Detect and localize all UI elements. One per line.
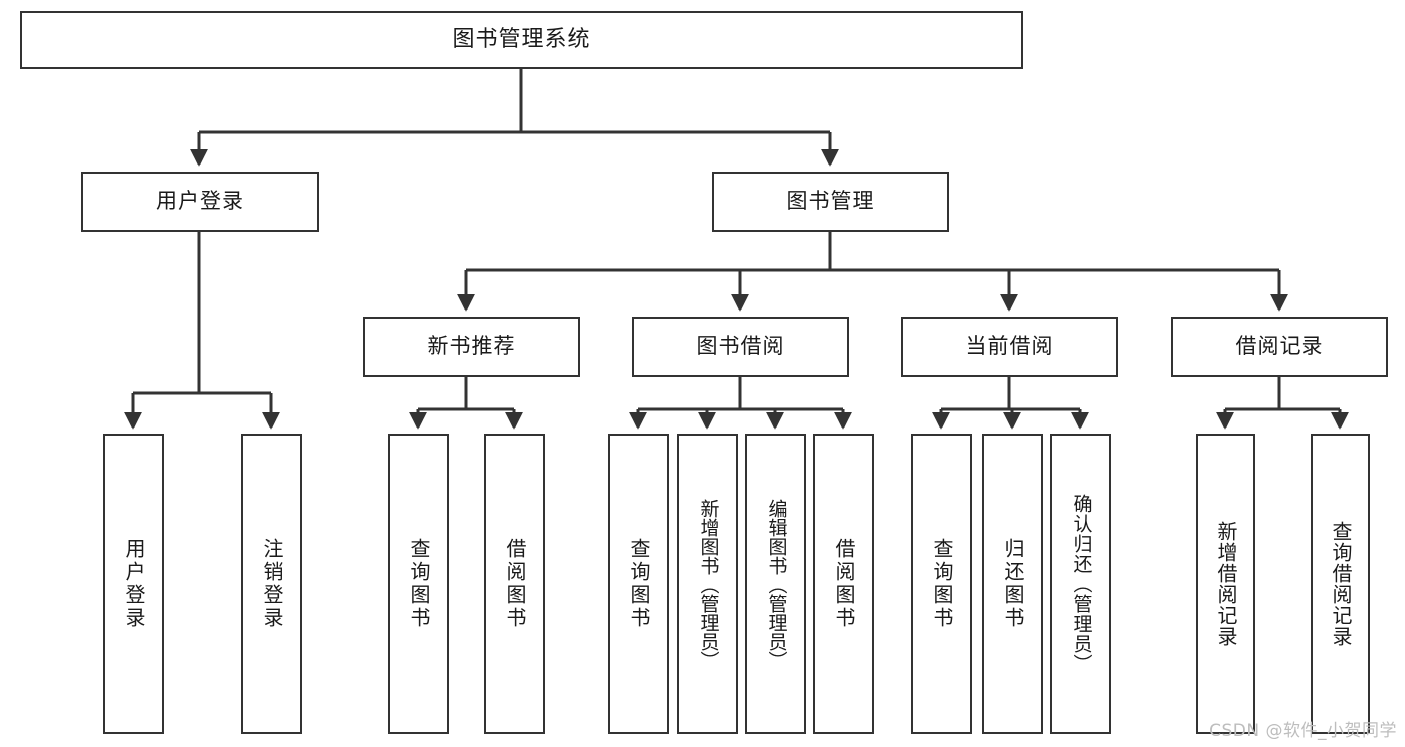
watermark-text: CSDN @软件_小贺同学 bbox=[1209, 721, 1397, 741]
node-label: 当前借阅 bbox=[965, 334, 1054, 359]
node-label: 用户登录 bbox=[156, 189, 244, 214]
node-label: 借阅图书 bbox=[832, 538, 856, 630]
node-leaf-borrow-book[interactable]: 借阅图书 bbox=[813, 434, 874, 734]
node-label: 编辑图书（管理员） bbox=[765, 498, 788, 670]
node-new-book-recommend[interactable]: 新书推荐 bbox=[363, 317, 580, 377]
node-borrow-record[interactable]: 借阅记录 bbox=[1171, 317, 1388, 377]
node-leaf-query-book-borrow[interactable]: 查询图书 bbox=[608, 434, 669, 734]
node-label: 新增借阅记录 bbox=[1214, 521, 1238, 647]
node-label: 查询图书 bbox=[627, 538, 651, 630]
node-leaf-query-borrow-record[interactable]: 查询借阅记录 bbox=[1311, 434, 1370, 734]
node-label: 归还图书 bbox=[1001, 538, 1025, 630]
node-leaf-query-book-recommend[interactable]: 查询图书 bbox=[388, 434, 449, 734]
node-label: 借阅记录 bbox=[1235, 334, 1324, 359]
node-book-management[interactable]: 图书管理 bbox=[712, 172, 949, 232]
node-label: 新书推荐 bbox=[427, 334, 516, 359]
node-book-borrow[interactable]: 图书借阅 bbox=[632, 317, 849, 377]
node-leaf-logout-login[interactable]: 注销登录 bbox=[241, 434, 302, 734]
node-label: 图书管理 bbox=[786, 189, 875, 214]
node-label: 查询借阅记录 bbox=[1329, 521, 1353, 647]
node-label: 查询图书 bbox=[930, 538, 954, 630]
node-label: 新增图书（管理员） bbox=[697, 498, 720, 670]
node-label: 借阅图书 bbox=[503, 538, 527, 630]
node-label: 查询图书 bbox=[407, 538, 431, 630]
node-label: 确认归还（管理员） bbox=[1070, 494, 1093, 674]
node-label: 图书借阅 bbox=[696, 334, 785, 359]
node-leaf-confirm-return[interactable]: 确认归还（管理员） bbox=[1050, 434, 1111, 734]
node-leaf-add-borrow-record[interactable]: 新增借阅记录 bbox=[1196, 434, 1255, 734]
node-leaf-add-book[interactable]: 新增图书（管理员） bbox=[677, 434, 738, 734]
node-leaf-query-book-current[interactable]: 查询图书 bbox=[911, 434, 972, 734]
node-current-borrow[interactable]: 当前借阅 bbox=[901, 317, 1118, 377]
node-leaf-return-book[interactable]: 归还图书 bbox=[982, 434, 1043, 734]
node-label: 注销登录 bbox=[260, 538, 284, 630]
node-leaf-edit-book[interactable]: 编辑图书（管理员） bbox=[745, 434, 806, 734]
node-label: 用户登录 bbox=[122, 538, 146, 630]
node-root-book-management-system[interactable]: 图书管理系统 bbox=[20, 11, 1023, 69]
node-leaf-borrow-book-recommend[interactable]: 借阅图书 bbox=[484, 434, 545, 734]
node-label: 图书管理系统 bbox=[452, 26, 591, 52]
node-user-login[interactable]: 用户登录 bbox=[81, 172, 319, 232]
node-leaf-user-login[interactable]: 用户登录 bbox=[103, 434, 164, 734]
